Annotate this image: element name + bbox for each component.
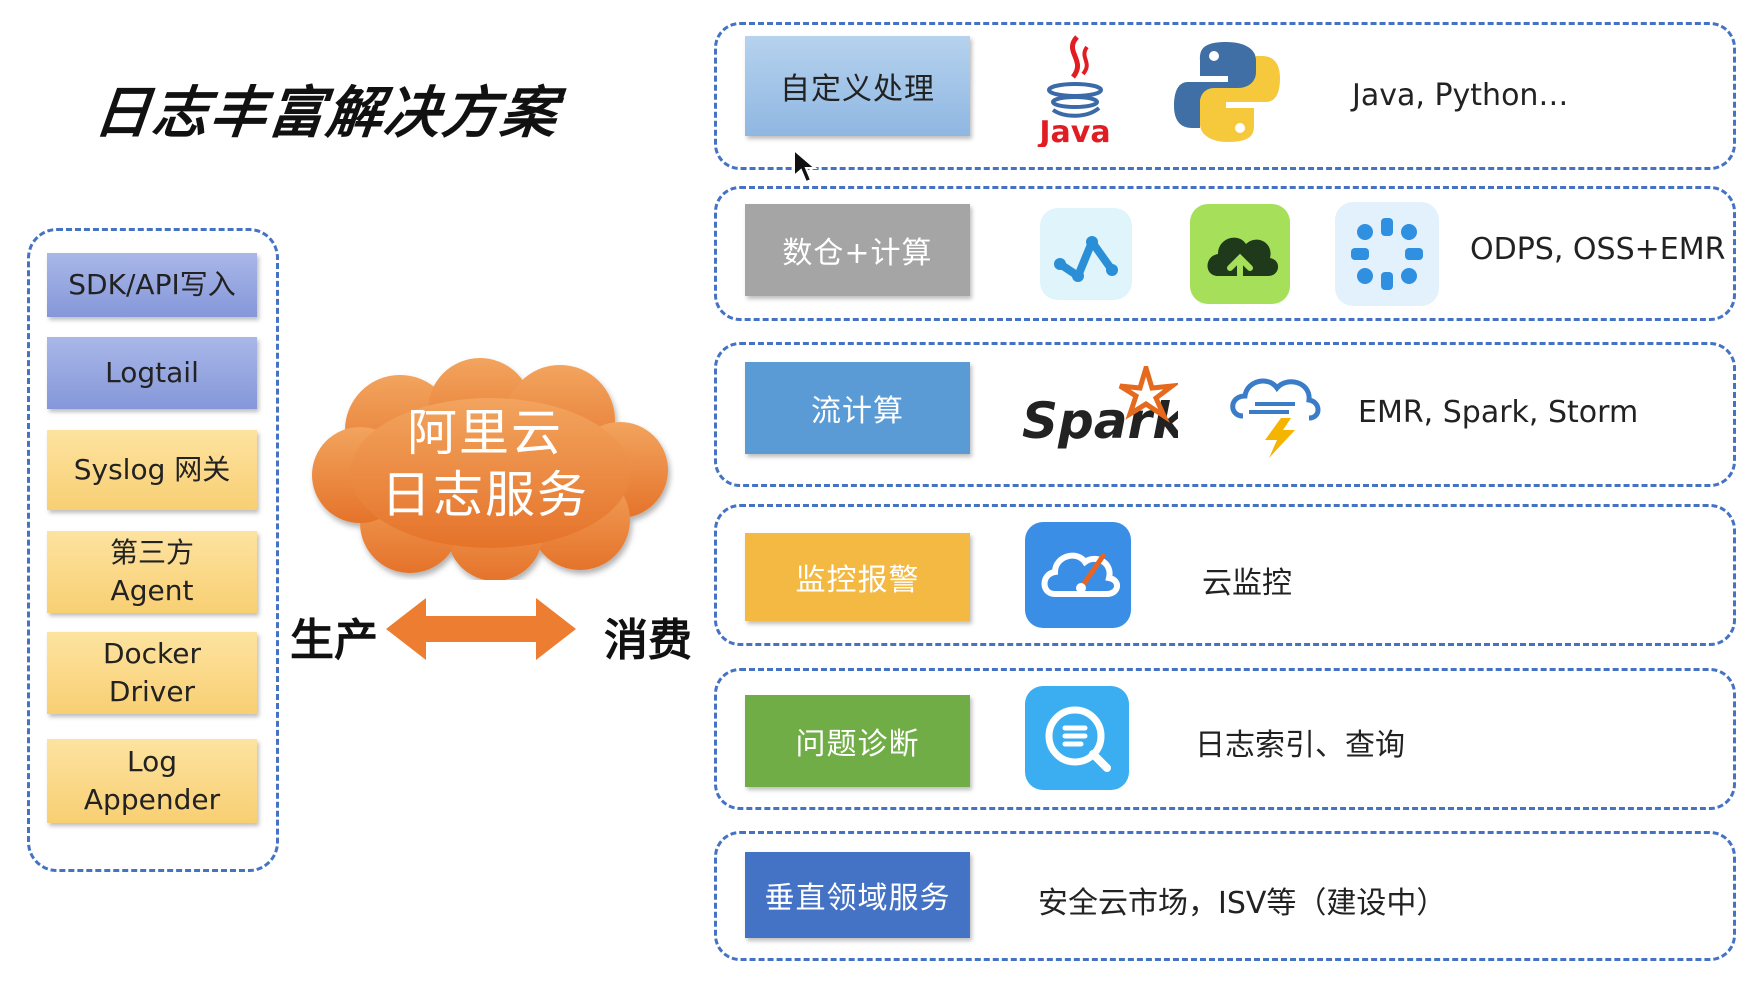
source-group: SDK/API写入 Logtail Syslog 网关 第三方 Agent Do… <box>27 228 279 872</box>
produce-label: 生产 <box>290 615 378 666</box>
row-monitoring-alert <box>714 504 1736 646</box>
category-stream-computing: 流计算 <box>745 362 970 454</box>
desc-monitoring-alert: 云监控 <box>1202 566 1292 601</box>
source-third-party-agent: 第三方 Agent <box>47 531 257 613</box>
row-data-warehouse <box>714 186 1736 321</box>
desc-custom-processing: Java, Python… <box>1352 78 1569 113</box>
row-custom-processing <box>714 22 1736 170</box>
desc-vertical-services: 安全云市场，ISV等（建设中） <box>1038 886 1447 921</box>
consume-label: 消费 <box>604 615 692 666</box>
dots-icon <box>1335 202 1439 306</box>
desc-data-warehouse: ODPS, OSS+EMR <box>1470 232 1726 267</box>
search-log-icon <box>1025 686 1129 790</box>
source-log-appender: Log Appender <box>47 739 257 823</box>
cloud-label: 阿里云 日志服务 <box>381 404 589 524</box>
cursor-icon <box>793 148 818 184</box>
cloud-upload-icon <box>1190 204 1290 304</box>
aliyun-cloud-icon <box>312 358 668 580</box>
desc-problem-diagnosis: 日志索引、查询 <box>1195 728 1405 763</box>
source-logtail: Logtail <box>47 337 257 409</box>
row-stream-computing <box>714 342 1736 487</box>
java-icon: Java <box>1037 35 1111 147</box>
python-icon <box>1174 42 1280 142</box>
page-title: 日志丰富解决方案 <box>91 81 562 146</box>
cloud-monitor-icon <box>1025 522 1131 628</box>
category-problem-diagnosis: 问题诊断 <box>745 695 970 787</box>
spark-icon: Spark <box>1022 366 1178 450</box>
source-sdk-api: SDK/API写入 <box>47 253 257 317</box>
row-vertical-services <box>714 831 1736 961</box>
source-docker-driver: Docker Driver <box>47 632 257 714</box>
storm-icon <box>1230 378 1321 458</box>
category-custom-processing: 自定义处理 <box>745 36 970 136</box>
category-data-warehouse: 数仓+计算 <box>745 204 970 296</box>
spark-icon-text: Spark <box>1022 392 1178 450</box>
category-vertical-services: 垂直领域服务 <box>745 852 970 938</box>
source-syslog: Syslog 网关 <box>47 430 257 510</box>
chart-icon <box>1040 208 1132 300</box>
bidirectional-arrow-icon <box>386 598 576 660</box>
category-monitoring-alert: 监控报警 <box>745 533 970 621</box>
desc-stream-computing: EMR, Spark, Storm <box>1358 395 1639 430</box>
row-problem-diagnosis <box>714 668 1736 810</box>
java-icon-text: Java <box>1037 115 1110 147</box>
